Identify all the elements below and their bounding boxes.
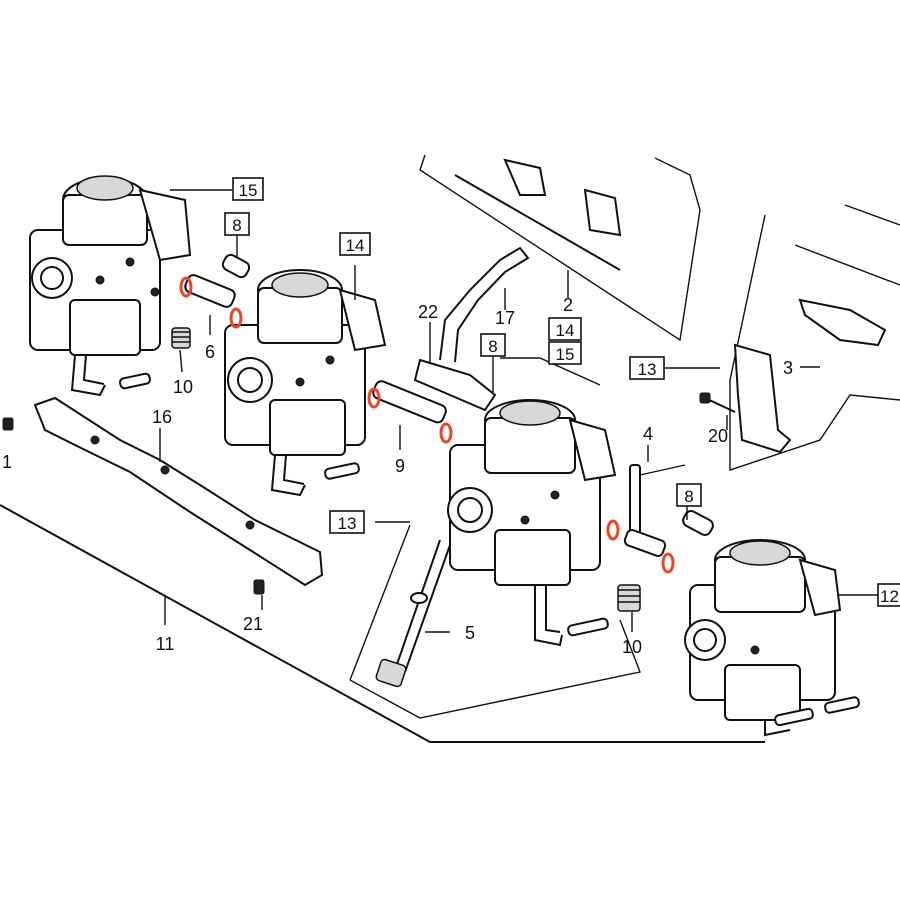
carburetor-1 (29, 175, 192, 397)
callout-8-center: 8 (488, 337, 497, 356)
callouts: 15 8 14 6 10 16 1 22 17 2 14 8 15 9 13 1… (2, 177, 900, 657)
callout-2: 2 (563, 295, 573, 315)
small-parts (2, 158, 887, 688)
carburetor-3 (447, 399, 617, 647)
callout-10-right: 10 (622, 637, 642, 657)
o-ring-6 (661, 552, 675, 574)
o-rings (179, 276, 675, 574)
callout-13-right: 13 (638, 360, 657, 379)
callout-5: 5 (465, 623, 475, 643)
o-ring-4 (439, 422, 453, 444)
callout-16: 16 (152, 407, 172, 427)
callout-17: 17 (495, 308, 515, 328)
callout-21: 21 (243, 614, 263, 634)
gasket-16 (33, 396, 324, 587)
callout-3: 3 (783, 358, 793, 378)
callout-20: 20 (708, 426, 728, 446)
callout-4: 4 (643, 424, 653, 444)
callout-8-top: 8 (232, 216, 241, 235)
o-ring-2 (229, 307, 243, 329)
callout-1: 1 (2, 452, 12, 472)
callout-6: 6 (205, 342, 215, 362)
carburetor-4 (684, 539, 860, 737)
callout-22: 22 (418, 302, 438, 322)
callout-15-center: 15 (556, 345, 575, 364)
callout-8-right: 8 (684, 487, 693, 506)
callout-14-center: 14 (556, 321, 575, 340)
carburetor-2 (224, 269, 387, 497)
callout-15-top-left: 15 (239, 181, 258, 200)
leader-lines (159, 189, 878, 633)
o-ring-3 (367, 387, 381, 409)
callout-9: 9 (395, 456, 405, 476)
o-ring-5 (606, 519, 620, 541)
callout-11: 11 (156, 634, 175, 654)
callout-13-center: 13 (338, 514, 357, 533)
o-ring-1 (179, 276, 193, 298)
callout-12: 12 (880, 587, 899, 606)
callout-10-left: 10 (173, 377, 193, 397)
callout-14-top: 14 (346, 236, 365, 255)
